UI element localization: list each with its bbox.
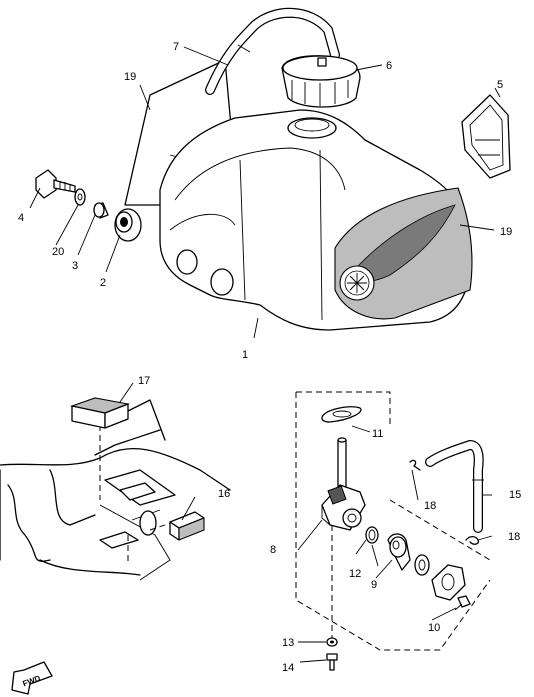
callout-11: 11: [372, 428, 383, 440]
callout-14: 14: [282, 662, 294, 674]
callout-19-left: 19: [124, 71, 136, 83]
callout-15: 15: [509, 489, 521, 501]
drain-washer: [326, 637, 338, 647]
fuel-cock-gasket: [321, 406, 362, 423]
breather-hose: [205, 7, 340, 95]
fuel-cock-plate: [431, 564, 466, 601]
callout-1: 1: [242, 349, 248, 361]
callout-5: 5: [497, 79, 503, 91]
fuel-hose: [425, 439, 484, 533]
callout-2: 2: [100, 277, 106, 289]
fuel-cock: [321, 437, 366, 640]
callout-8: 8: [270, 544, 276, 556]
fuel-cock-lever: [387, 533, 411, 571]
callout-4: 4: [18, 212, 24, 224]
fwd-arrow-marker: FWD: [11, 661, 53, 695]
callout-labels: 1 2 3 4 5 6 7 8 9 10 11 12 13 14 15 16 1…: [18, 41, 521, 674]
frame-pad: [69, 397, 131, 429]
callout-3: 3: [72, 260, 78, 272]
frame-section: [0, 399, 231, 581]
callout-16: 16: [218, 488, 230, 500]
wave-washer: [414, 554, 430, 576]
callout-18-upper: 18: [424, 500, 436, 512]
side-damper: [169, 511, 205, 541]
callout-20: 20: [52, 246, 64, 258]
callout-6: 6: [386, 60, 392, 72]
callout-17: 17: [138, 375, 150, 387]
callout-10: 10: [428, 622, 440, 634]
screw: [454, 595, 471, 611]
drain-screw: [326, 653, 338, 671]
o-ring: [365, 526, 379, 544]
bolt: [35, 169, 76, 199]
tank-side-cover-right: [334, 187, 473, 320]
grommet: [114, 208, 142, 242]
hose-clip-lower: [465, 535, 480, 545]
hose-clip-upper: [409, 459, 421, 471]
callout-19-right: 19: [500, 226, 512, 238]
callout-9: 9: [371, 579, 377, 591]
fuel-cock-assembly-outline: [295, 391, 491, 651]
collar: [93, 202, 109, 219]
callout-13: 13: [282, 637, 294, 649]
damper-plate: [461, 94, 511, 179]
callout-18-lower: 18: [508, 531, 520, 543]
washer: [74, 188, 86, 206]
fuel-cap: [281, 55, 361, 108]
callout-12: 12: [349, 568, 361, 580]
callout-7: 7: [173, 41, 179, 53]
leader-lines: [29, 46, 501, 663]
